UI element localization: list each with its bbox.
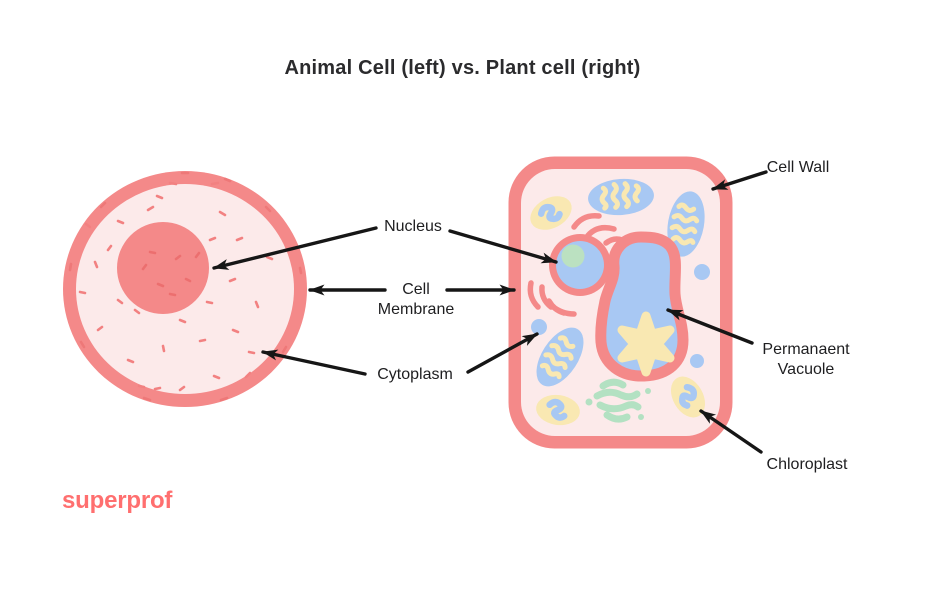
golgi-body <box>585 378 651 423</box>
chloroplast-arrow <box>699 409 763 454</box>
nucleus-arrow-to-plant <box>448 229 558 264</box>
cytoplasm-arrow-to-animal <box>261 349 367 376</box>
cytoplasm-label: Cytoplasm <box>377 365 453 383</box>
nucleus-texture-dashes <box>141 250 201 297</box>
permanent-vacuole-arrow <box>666 308 754 345</box>
animal-nucleus-shape <box>117 222 209 314</box>
page-title: Animal Cell (left) vs. Plant cell (right… <box>284 57 641 79</box>
chloroplast-label: Chloroplast <box>766 455 848 473</box>
nucleus-arrow-to-animal <box>212 226 378 270</box>
vesicle-dot-left <box>531 319 547 335</box>
cytoplasm-texture-dashes <box>78 181 274 392</box>
endoplasmic-reticulum-lower <box>527 280 577 317</box>
animal-cell <box>63 171 307 407</box>
nucleolus-shape <box>561 244 585 268</box>
permanent-vacuole-label: Permanaent Vacuole <box>762 340 850 378</box>
cytoplasm-arrow-to-plant <box>466 332 539 374</box>
annotation-arrows <box>212 170 768 454</box>
cell-membrane-label: Cell Membrane <box>377 280 455 318</box>
cell-wall-label: Cell Wall <box>766 158 830 176</box>
membrane-texture-dashes <box>68 171 303 402</box>
plant-cell <box>508 156 733 449</box>
starch-grain-shape <box>617 311 675 377</box>
vesicle-dot-right-lower <box>690 354 704 368</box>
vesicle-dot-right-upper <box>694 264 710 280</box>
cell-wall-arrow <box>711 170 768 191</box>
nucleus-label: Nucleus <box>384 217 442 235</box>
superprof-logo: superprof <box>62 487 173 514</box>
